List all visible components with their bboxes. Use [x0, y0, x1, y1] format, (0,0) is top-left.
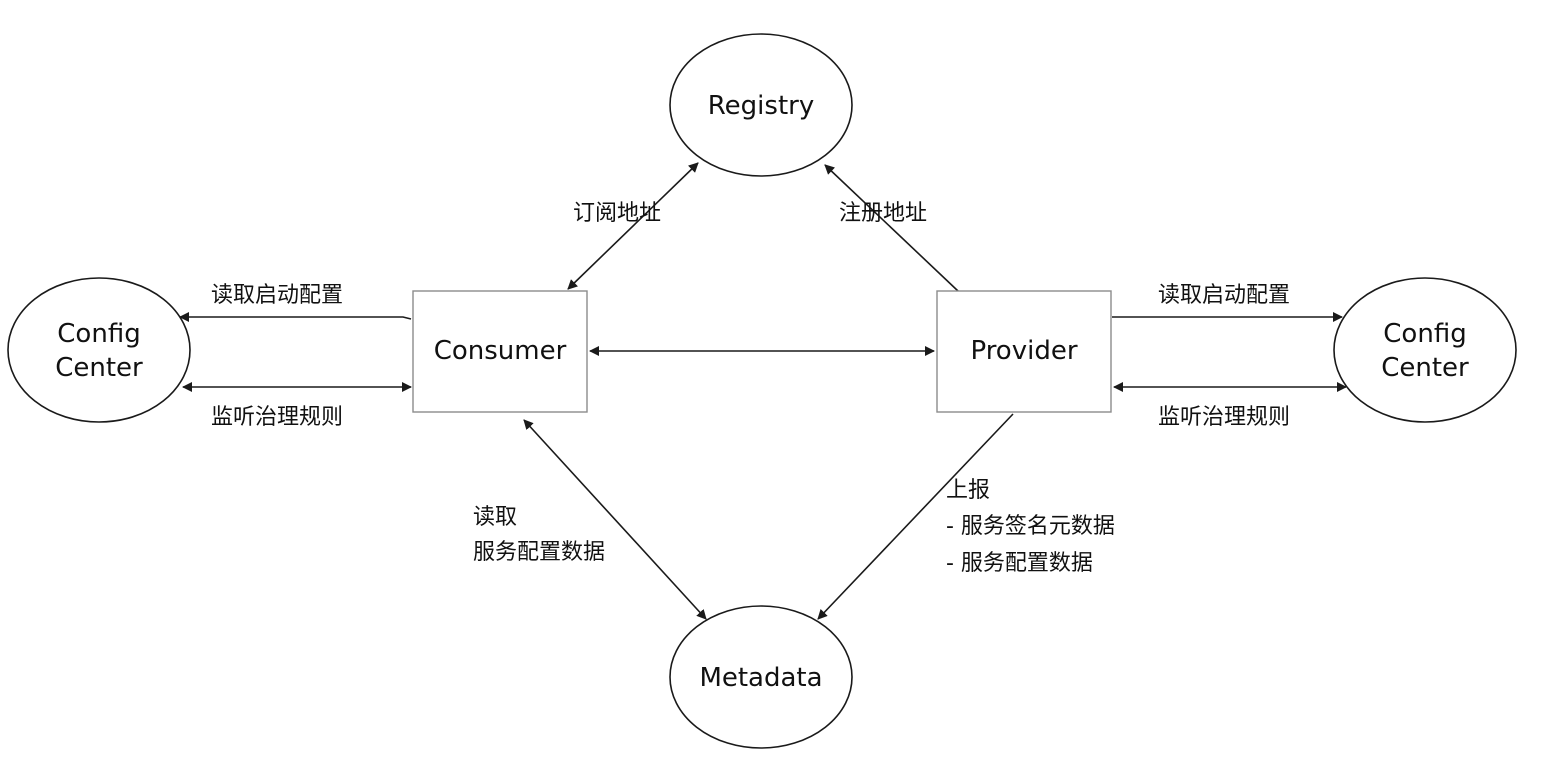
config-center-right-line2: Center — [1381, 353, 1469, 383]
consumer-label: Consumer — [434, 336, 567, 366]
edge-consumer-registry — [567, 162, 699, 290]
config-center-left-node: Config Center — [7, 277, 191, 423]
config-center-left-line2: Center — [55, 353, 143, 383]
right-listen-governance-rules-label: 监听治理规则 — [1158, 405, 1290, 430]
left-read-startup-config-label: 读取启动配置 — [211, 283, 343, 308]
provider-node: Provider — [936, 290, 1112, 413]
provider-report-label-line2: - 服务签名元数据 — [946, 514, 1115, 539]
config-center-right-line1: Config — [1383, 319, 1466, 349]
metadata-node: Metadata — [669, 605, 853, 749]
right-read-startup-config-label: 读取启动配置 — [1158, 283, 1290, 308]
register-address-label: 注册地址 — [839, 201, 927, 226]
consumer-read-label-line1: 读取 — [473, 505, 517, 530]
config-center-right-node: Config Center — [1333, 277, 1517, 423]
left-listen-governance-rules-label: 监听治理规则 — [211, 405, 343, 430]
registry-label: Registry — [708, 91, 814, 121]
registry-node: Registry — [669, 33, 853, 177]
consumer-read-label-line2: 服务配置数据 — [473, 540, 605, 565]
edge-provider-metadata — [817, 413, 1014, 620]
provider-label: Provider — [970, 336, 1077, 366]
provider-report-label-line1: 上报 — [946, 478, 990, 503]
edge-provider-registry — [824, 164, 959, 292]
provider-report-label-line3: - 服务配置数据 — [946, 551, 1093, 576]
config-center-left-line1: Config — [57, 319, 140, 349]
subscribe-address-label: 订阅地址 — [573, 201, 661, 226]
edge-consumer-metadata — [523, 419, 707, 620]
consumer-node: Consumer — [412, 290, 588, 413]
metadata-label: Metadata — [699, 663, 822, 693]
edge-consumer-read-config — [179, 312, 412, 322]
